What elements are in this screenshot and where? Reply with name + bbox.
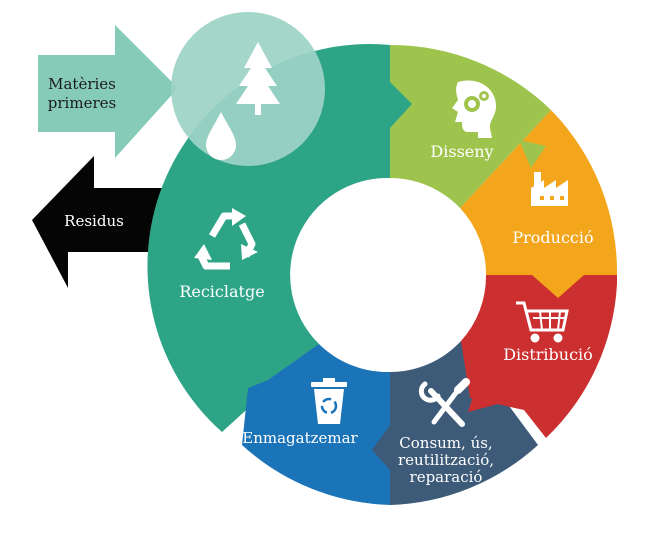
recycling-label: Reciclatge	[179, 282, 264, 301]
recycle-bin-icon	[311, 378, 347, 424]
design-arrowhead	[390, 82, 412, 128]
consumption-label-line1: Consum, ús,	[399, 434, 492, 452]
waste-label: Residus	[64, 212, 124, 230]
distribution-arrowhead	[532, 275, 584, 298]
distribution-label: Distribució	[503, 345, 593, 364]
consumption-arrowhead	[468, 368, 505, 412]
consumption-label-line3: reparació	[410, 468, 483, 486]
storage-label: Enmagatzemar	[242, 429, 358, 447]
water-drop-icon	[206, 112, 236, 160]
raw-materials-label: Matèries	[48, 75, 116, 93]
shopping-cart-icon	[516, 301, 569, 343]
production-arrowhead	[519, 140, 546, 168]
head-gears-icon	[452, 80, 496, 138]
storage-segment	[242, 344, 390, 505]
recycle-arrowheads	[194, 208, 258, 260]
production-label: Producció	[512, 228, 593, 247]
tree-icon	[236, 42, 280, 115]
consumption-label-line2: reutilització,	[398, 451, 494, 469]
tools-icon	[418, 378, 470, 427]
raw-materials-arrow	[38, 25, 178, 158]
design-label: Disseny	[430, 142, 493, 161]
storage-arrowhead	[372, 425, 390, 470]
factory-icon	[531, 172, 568, 206]
raw-materials-label-line2: primeres	[48, 94, 116, 112]
waste-arrow	[32, 156, 164, 288]
